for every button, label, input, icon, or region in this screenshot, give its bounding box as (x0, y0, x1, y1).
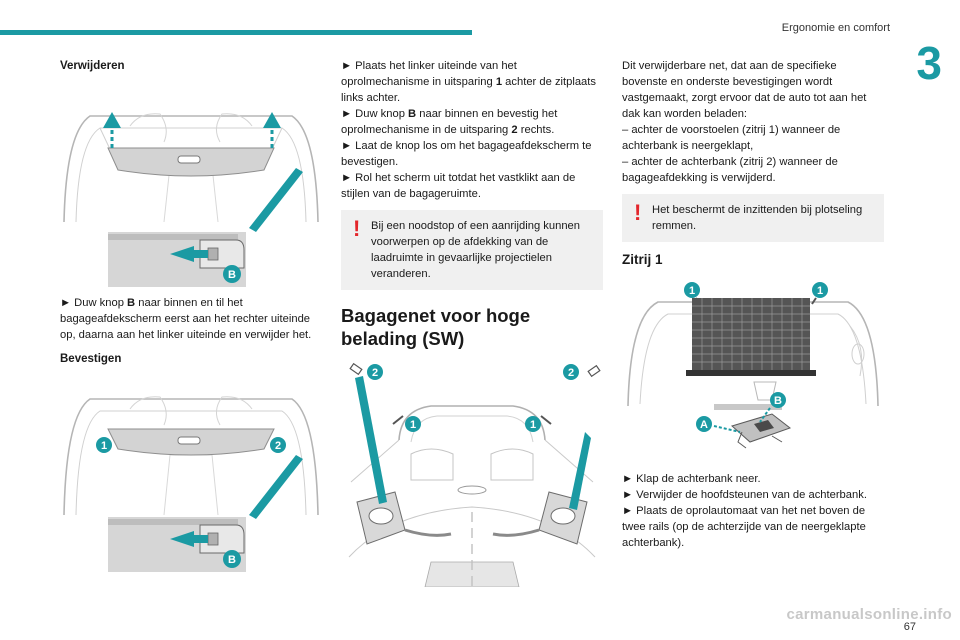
step-3: ► Laat de knop los om het bagageafdeksch… (341, 140, 592, 168)
heading-remove: Verwijderen (60, 60, 125, 72)
column-2: ► Plaats het linker uiteinde van het opr… (341, 58, 603, 587)
step-2: ► Duw knop B naar binnen en bevestig het… (341, 108, 558, 136)
label-1: 1 (101, 440, 107, 452)
heading-row1: Zitrij 1 (622, 252, 663, 267)
step-r1-2: ► Verwijder de hoofdsteunen van de achte… (622, 489, 867, 501)
illustration-remove: B (63, 112, 319, 287)
label-b-row1: B (774, 395, 782, 407)
warning-box: ! Bij een noodstop of een aanrijding kun… (341, 210, 603, 290)
bullet-2: – achter de achterbank (zitrij 2) wannee… (622, 156, 838, 184)
label-1-left-row1: 1 (689, 285, 695, 297)
bullet-1: – achter de voorstoelen (zitrij 1) wanne… (622, 124, 841, 152)
chapter-number: 3 (916, 37, 942, 89)
watermark: carmanualsonline.info (786, 606, 952, 623)
step-4: ► Rol het scherm uit totdat het vastklik… (341, 172, 576, 200)
label-2-left: 2 (372, 367, 378, 379)
label-1-left: 1 (410, 419, 416, 431)
label-1-right-row1: 1 (817, 285, 823, 297)
label-1-right: 1 (530, 419, 536, 431)
intro-text: Dit verwijderbare net, dat aan de specif… (622, 60, 867, 120)
page-number: 67 (903, 621, 916, 633)
heading-attach: Bevestigen (60, 353, 122, 365)
warning-text-2: Het beschermt de inzittenden bij plotsel… (652, 204, 863, 232)
illustration-row1: 1 1 A B (627, 282, 879, 449)
warning-box-2: ! Het beschermt de inzittenden bij plots… (622, 194, 884, 242)
header-accent-bar (0, 30, 472, 35)
label-a: A (700, 419, 708, 431)
label-b: B (228, 269, 236, 281)
step-remove: ► Duw knop B naar binnen en til het baga… (60, 297, 312, 341)
warning-icon: ! (353, 216, 361, 241)
label-2: 2 (275, 440, 281, 452)
step-r1-3: ► Plaats de oprolautomaat van het net bo… (622, 505, 866, 549)
label-2-right: 2 (568, 367, 574, 379)
column-1: Verwijderen B ► Duw knop B naar binnen e… (60, 58, 322, 575)
step-1: ► Plaats het linker uiteinde van het opr… (341, 60, 596, 104)
warning-text: Bij een noodstop of een aanrijding kunne… (371, 220, 580, 280)
step-r1-1: ► Klap de achterbank neer. (622, 473, 761, 485)
section-title: Ergonomie en comfort (781, 22, 890, 34)
label-b-attach: B (228, 554, 236, 566)
section-heading: Bagagenet voor hoge belading (SW) (341, 305, 531, 349)
illustration-net-sw: 2 2 1 1 (348, 362, 601, 587)
illustration-attach: 1 2 B (63, 396, 319, 572)
warning-icon-2: ! (634, 200, 642, 225)
column-3: Dit verwijderbare net, dat aan de specif… (622, 58, 884, 551)
